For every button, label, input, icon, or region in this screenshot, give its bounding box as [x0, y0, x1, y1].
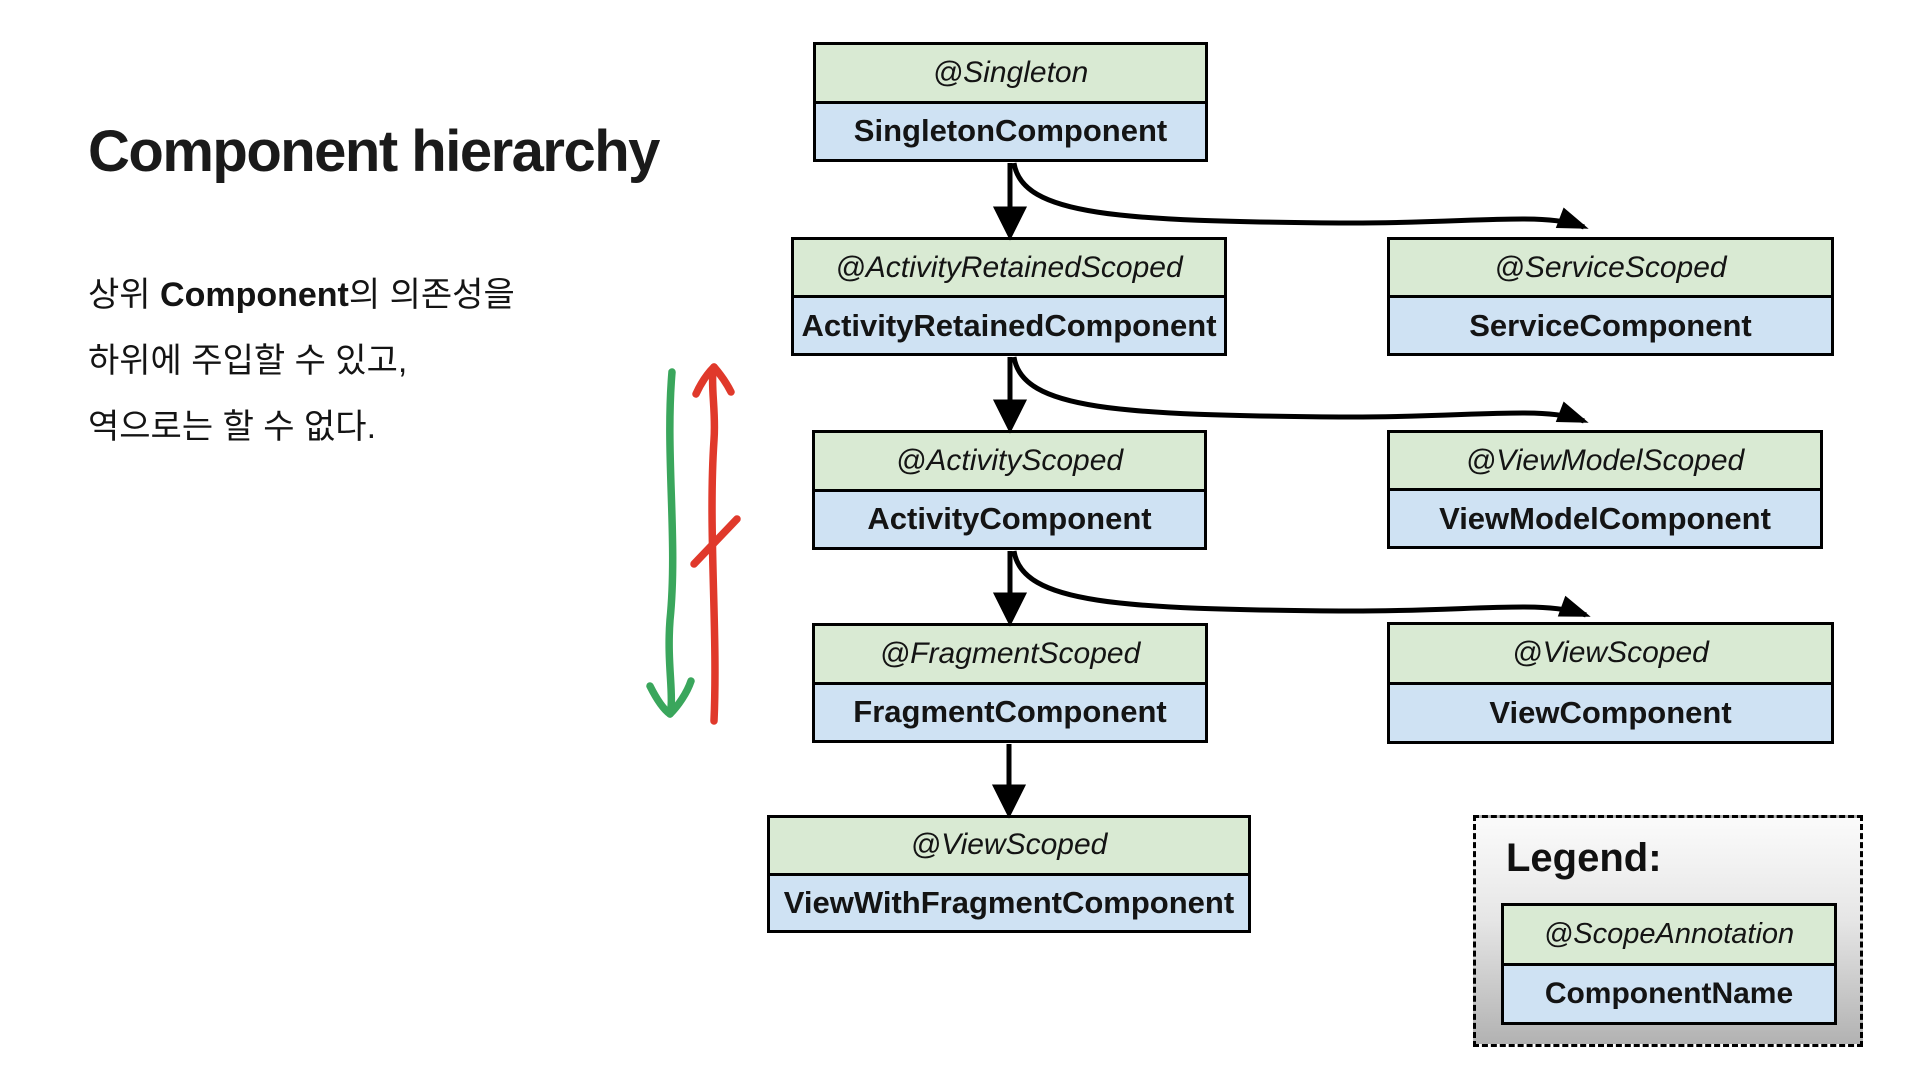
- forbidden-slash: [690, 515, 741, 568]
- component-name-label: ViewModelComponent: [1390, 491, 1820, 546]
- edge-activity-to-fragment-arrow: [992, 551, 1028, 627]
- edge-activityretained-to-viewmodel-arrow: [1011, 356, 1589, 424]
- scope-annotation-label: @ActivityScoped: [815, 433, 1204, 492]
- legend-component-name-label: ComponentName: [1504, 965, 1834, 1022]
- node-singleton-component: @Singleton SingletonComponent: [813, 42, 1208, 162]
- description-line1-pre: 상위: [88, 276, 161, 314]
- edge-activityretained-to-activity-arrow: [992, 357, 1028, 434]
- node-activity-component: @ActivityScoped ActivityComponent: [812, 430, 1207, 550]
- edge-singleton-to-service-arrow: [1011, 162, 1589, 230]
- node-fragment-component: @FragmentScoped FragmentComponent: [812, 623, 1208, 743]
- legend-title: Legend:: [1506, 836, 1662, 880]
- component-name-label: FragmentComponent: [815, 684, 1205, 740]
- component-name-label: ViewComponent: [1390, 684, 1831, 741]
- description-line1-bold: Component: [160, 276, 349, 314]
- scope-annotation-label: @ActivityRetainedScoped: [794, 240, 1224, 298]
- node-view-component: @ViewScoped ViewComponent: [1387, 622, 1834, 744]
- component-name-label: ActivityComponent: [815, 491, 1204, 547]
- scope-annotation-label: @Singleton: [816, 45, 1205, 104]
- edge-activity-to-view-arrow: [1011, 550, 1591, 618]
- component-name-label: ServiceComponent: [1390, 298, 1831, 353]
- description-line3: 역으로는 할 수 없다.: [88, 408, 377, 446]
- node-activity-retained-component: @ActivityRetainedScoped ActivityRetained…: [791, 237, 1227, 356]
- edge-singleton-to-activityretained-arrow: [992, 163, 1028, 241]
- scope-annotation-label: @ViewScoped: [770, 818, 1248, 876]
- scope-annotation-label: @FragmentScoped: [815, 626, 1205, 685]
- scope-annotation-label: @ViewScoped: [1390, 625, 1831, 685]
- component-name-label: ViewWithFragmentComponent: [770, 875, 1248, 930]
- component-name-label: ActivityRetainedComponent: [794, 298, 1224, 353]
- legend-box: Legend: @ScopeAnnotation ComponentName: [1473, 815, 1863, 1047]
- node-view-model-component: @ViewModelScoped ViewModelComponent: [1387, 430, 1823, 549]
- description-line1-post: 의 의존성을: [348, 276, 515, 314]
- node-service-component: @ServiceScoped ServiceComponent: [1387, 237, 1834, 356]
- page-title: Component hierarchy: [88, 119, 660, 184]
- forbidden-direction-up-arrow: [690, 363, 741, 725]
- component-name-label: SingletonComponent: [816, 103, 1205, 159]
- edge-fragment-to-viewwithfragment-arrow: [991, 744, 1027, 819]
- legend-scope-annotation-label: @ScopeAnnotation: [1504, 906, 1834, 966]
- scope-annotation-label: @ViewModelScoped: [1390, 433, 1820, 491]
- legend-sample-node: @ScopeAnnotation ComponentName: [1501, 903, 1837, 1025]
- description-line2: 하위에 주입할 수 있고,: [88, 342, 408, 380]
- node-view-with-fragment-component: @ViewScoped ViewWithFragmentComponent: [767, 815, 1251, 933]
- allowed-direction-down-arrow: [646, 368, 695, 718]
- scope-annotation-label: @ServiceScoped: [1390, 240, 1831, 298]
